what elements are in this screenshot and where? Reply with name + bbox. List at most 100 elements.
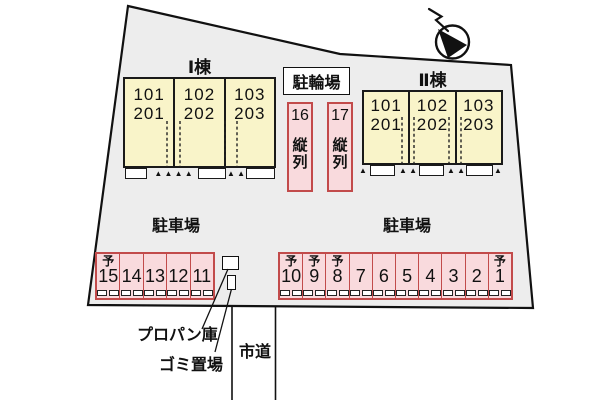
space-number: 6 (378, 266, 389, 286)
wheel-stops (303, 290, 326, 296)
space-number: 1 (494, 266, 505, 286)
stall-number: 16 (291, 107, 309, 124)
unit-number-lower: 201 (370, 115, 402, 134)
stall-type: 縦列 (332, 137, 348, 171)
building-1-title: Ⅰ棟 (187, 58, 212, 77)
building-2-porch (370, 165, 395, 176)
stall-number: 17 (331, 107, 349, 124)
parking-space-7: 7 (348, 254, 372, 298)
space-number: 12 (168, 266, 189, 286)
unit-number-upper: 103 (463, 96, 495, 115)
parking-space-10: 予 10 (280, 254, 303, 298)
parking-space-9: 予 9 (302, 254, 326, 298)
parking-space-3: 3 (441, 254, 465, 298)
unit-number-lower: 203 (234, 104, 266, 123)
building-2-porch (466, 165, 493, 176)
bicycle-parking-label-box: 駐輪場 (283, 67, 350, 95)
bicycle-parking-label: 駐輪場 (292, 75, 341, 92)
reserved-mark: 予 (308, 254, 321, 268)
stall-type: 縦列 (292, 137, 308, 171)
entrance-markers: ▲ ▲ (447, 166, 466, 175)
unit-number-lower: 202 (183, 104, 216, 123)
unit-number-lower: 203 (463, 115, 495, 134)
space-number: 13 (145, 266, 166, 286)
space-number: 15 (98, 266, 119, 286)
building-1-porch (246, 168, 275, 179)
wheel-stops (465, 290, 488, 296)
space-number: 5 (402, 266, 413, 286)
wheel-stops (167, 290, 190, 296)
building-2-unit-101-201: 101 201 (364, 92, 408, 163)
parking-space-11: 11 (189, 254, 213, 298)
building-2-title: Ⅱ棟 (418, 71, 447, 90)
unit-number-upper: 102 (183, 85, 216, 104)
wheel-stops (372, 290, 395, 296)
reserved-mark: 予 (331, 254, 344, 268)
building-2: 101 201 102 202 103 203 (362, 90, 503, 165)
parking-lot-label-left: 駐車場 (151, 218, 200, 235)
parking-space-5: 5 (395, 254, 419, 298)
unit-number-upper: 102 (416, 96, 449, 115)
wheel-stops (190, 290, 213, 296)
space-number: 2 (471, 266, 482, 286)
building-1-unit-101-201: 101 201 (125, 79, 173, 166)
reserved-mark: 予 (493, 254, 506, 268)
wheel-stops (326, 290, 349, 296)
entrance-markers: ▲ ▲ (227, 169, 246, 178)
parking-lot-label-right: 駐車場 (382, 218, 431, 235)
parking-space-6: 6 (371, 254, 395, 298)
parking-space-12: 12 (166, 254, 190, 298)
propane-storage-box (222, 256, 239, 270)
building-1-unit-103-203: 103 203 (223, 79, 274, 166)
space-number: 11 (192, 266, 212, 286)
city-road-label: 市道 (238, 344, 271, 361)
wheel-stops (144, 290, 167, 296)
parking-space-15: 予 15 (97, 254, 120, 298)
space-number: 14 (121, 266, 142, 286)
parking-space-4: 4 (418, 254, 442, 298)
building-2-unit-103-203: 103 203 (454, 92, 501, 163)
unit-number-upper: 101 (370, 96, 402, 115)
parking-space-8: 予 8 (325, 254, 349, 298)
space-number: 3 (448, 266, 459, 286)
wheel-stops (280, 290, 303, 296)
parking-row-left: 予 15 14 13 12 11 (95, 252, 215, 300)
wheel-stops (120, 290, 143, 296)
unit-number-upper: 101 (133, 85, 165, 104)
unit-number-lower: 201 (133, 104, 165, 123)
parking-space-2: 2 (464, 254, 488, 298)
wheel-stops (419, 290, 442, 296)
propane-storage-label: プロパン庫 (137, 327, 218, 344)
entrance-markers: ▲ (359, 166, 367, 175)
building-2-porch (419, 165, 444, 176)
parking-space-1: 予 1 (487, 254, 511, 298)
space-number: 7 (355, 266, 366, 286)
entrance-markers: ▲ ▲ ▲ ▲ (154, 169, 193, 178)
unit-number-upper: 103 (234, 85, 266, 104)
parking-space-14: 14 (119, 254, 143, 298)
garbage-area-label: ゴミ置場 (159, 357, 224, 374)
wheel-stops (396, 290, 419, 296)
parking-space-13: 13 (142, 254, 167, 298)
building-1: 101 201 102 202 103 203 (123, 77, 276, 168)
building-1-porch (125, 168, 147, 179)
space-number: 10 (281, 266, 302, 286)
wheel-stops (442, 290, 465, 296)
parking-row-right: 予 10 予 9 予 8 7 6 5 (278, 252, 513, 300)
wheel-stops (97, 290, 120, 296)
entrance-markers: ▲ (494, 166, 502, 175)
reserved-mark: 予 (285, 254, 298, 268)
wheel-stops (349, 290, 372, 296)
building-1-porch (198, 168, 226, 179)
bicycle-stall-16: 16 縦列 (287, 102, 313, 192)
garbage-area-box (227, 275, 236, 290)
bicycle-stall-17: 17 縦列 (327, 102, 353, 192)
space-number: 8 (332, 266, 343, 286)
building-1-unit-102-202: 102 202 (173, 79, 223, 166)
entrance-markers: ▲ ▲ (399, 166, 418, 175)
space-number: 4 (425, 266, 436, 286)
space-number: 9 (309, 266, 320, 286)
wheel-stops (488, 290, 511, 296)
